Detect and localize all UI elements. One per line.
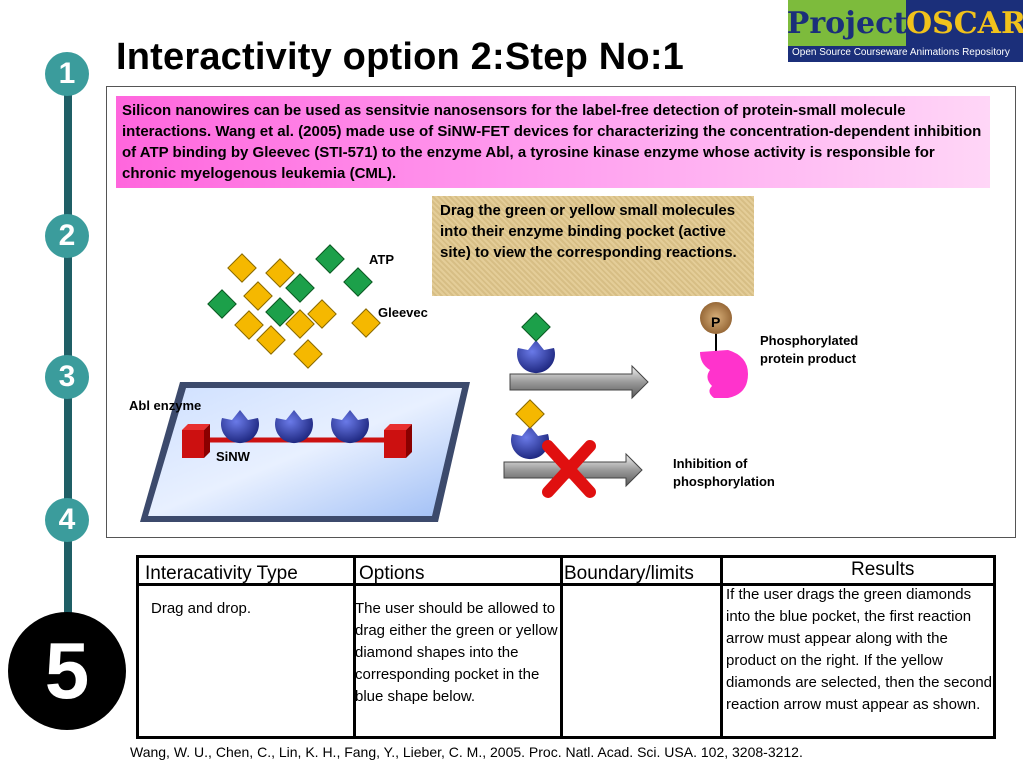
table-col-border xyxy=(993,555,996,739)
abl-enzyme-2 xyxy=(275,410,313,444)
step-4-label: 4 xyxy=(58,503,76,536)
atp-molecule[interactable] xyxy=(285,273,315,303)
phosphorylated-protein-icon xyxy=(700,350,748,398)
step-2-button[interactable]: 2 xyxy=(45,214,89,258)
atp-molecule[interactable] xyxy=(343,267,373,297)
intro-text-box: Silicon nanowires can be used as sensitv… xyxy=(116,96,990,188)
atp-molecule[interactable] xyxy=(265,297,295,327)
gleevec-label: Gleevec xyxy=(378,305,428,320)
cell-options: The user should be allowed to drag eithe… xyxy=(355,600,558,705)
atp-label: ATP xyxy=(369,252,395,267)
atp-molecule[interactable] xyxy=(315,244,345,274)
abl-enzyme-3 xyxy=(331,410,369,444)
inhibition-cross-icon xyxy=(542,440,596,498)
gleevec-molecule[interactable] xyxy=(307,299,337,329)
interactivity-table: Interacativity Type Options Boundary/lim… xyxy=(136,555,996,739)
logo-word-oscar: OSCAR xyxy=(906,0,1023,46)
reaction-1-enzyme xyxy=(516,312,555,374)
phosphate-icon xyxy=(700,302,732,334)
logo-tagline: Open Source Courseware Animations Reposi… xyxy=(792,47,1010,58)
gleevec-molecule[interactable] xyxy=(243,281,273,311)
reference-citation: Wang, W. U., Chen, C., Lin, K. H., Fang,… xyxy=(130,744,803,760)
step-4-button[interactable]: 4 xyxy=(45,498,89,542)
table-col-border xyxy=(136,555,139,739)
sinw-label: SiNW xyxy=(216,449,250,464)
step-1-label: 1 xyxy=(58,57,76,90)
step-3-label: 3 xyxy=(58,360,76,393)
abl-enzyme-1 xyxy=(220,410,259,444)
table-col-border xyxy=(560,555,563,739)
header-results: Results xyxy=(851,559,915,580)
step-5-label: 5 xyxy=(44,626,90,715)
header-boundary-limits: Boundary/limits xyxy=(564,563,694,584)
step-2-label: 2 xyxy=(58,219,76,252)
left-electrode xyxy=(182,424,210,458)
header-options: Options xyxy=(359,563,425,584)
abl-enzyme-label: Abl enzyme xyxy=(129,398,202,413)
table-col-border xyxy=(720,555,723,739)
gleevec-molecule[interactable] xyxy=(234,310,264,340)
page-title: Interactivity option 2:Step No:1 xyxy=(116,36,685,78)
table-top-border xyxy=(136,555,996,558)
reaction-1-arrow xyxy=(509,364,649,400)
header-interactivity-type: Interacativity Type xyxy=(145,563,298,584)
phosphorylated-product-label: Phosphorylated protein product xyxy=(760,333,859,366)
right-electrode xyxy=(384,424,412,458)
project-oscar-logo: Project OSCAR Open Source Courseware Ani… xyxy=(787,0,1023,62)
logo-word-project: Project xyxy=(787,0,907,46)
reaction-2-enzyme xyxy=(511,399,549,460)
cell-results: If the user drags the green diamonds int… xyxy=(726,586,993,713)
molecule-cluster xyxy=(207,244,381,369)
gleevec-molecule[interactable] xyxy=(256,325,286,355)
step-1-button[interactable]: 1 xyxy=(45,52,89,96)
cell-interactivity-type: Drag and drop. xyxy=(151,600,252,617)
instruction-box: Drag the green or yellow small molecules… xyxy=(432,196,754,296)
gleevec-molecule[interactable] xyxy=(285,309,315,339)
gleevec-molecule[interactable] xyxy=(293,339,323,369)
table-bottom-border xyxy=(136,736,996,739)
gleevec-molecule[interactable] xyxy=(227,253,257,283)
atp-molecule[interactable] xyxy=(207,289,237,319)
gleevec-molecule[interactable] xyxy=(351,308,381,338)
gleevec-molecule[interactable] xyxy=(265,258,295,288)
step-3-button[interactable]: 3 xyxy=(45,355,89,399)
table-header-divider xyxy=(136,583,996,586)
table-col-border xyxy=(353,555,356,739)
step-5-button[interactable]: 5 xyxy=(8,612,126,730)
phosphate-label: P xyxy=(711,314,721,330)
inhibition-label: Inhibition of phosphorylation xyxy=(673,456,775,489)
